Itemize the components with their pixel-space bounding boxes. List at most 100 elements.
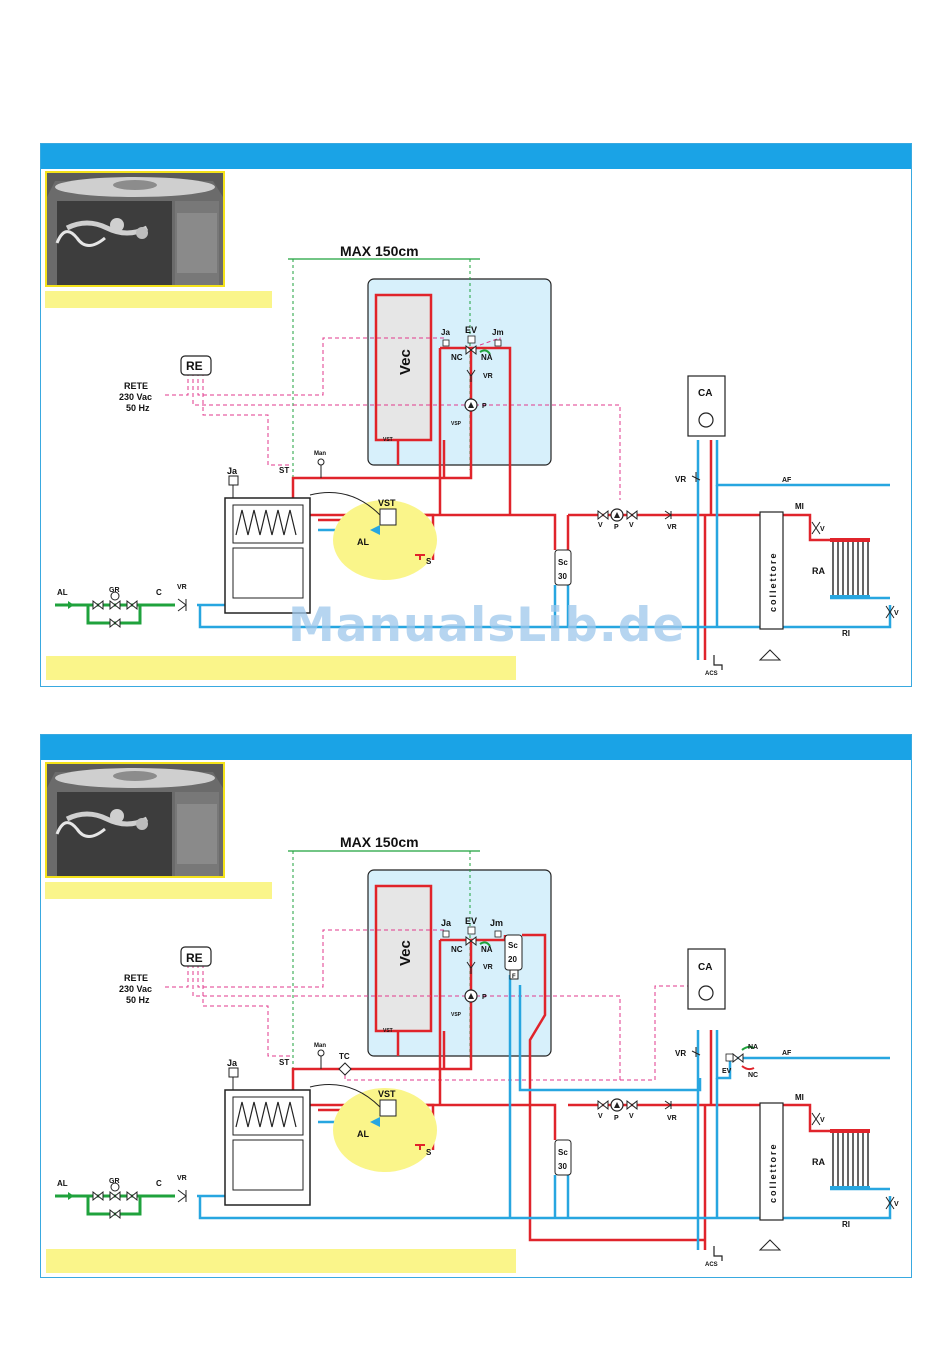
p-inner-label: P (482, 403, 487, 410)
manometer-icon (317, 458, 325, 466)
vst-valve-icon (379, 508, 397, 526)
ra-label: RA (812, 1157, 825, 1167)
sc-value: 30 (558, 1162, 567, 1171)
ground-icon (758, 1239, 782, 1251)
check-valve-icon (466, 369, 476, 382)
vec-tank (374, 293, 433, 442)
sc20-value: 20 (508, 955, 517, 964)
vec-label: Vec (397, 349, 414, 375)
panel-header-bar (41, 144, 911, 169)
check-valve-icon (664, 1100, 672, 1110)
vr-ca-label: VR (675, 475, 686, 484)
valve-icon (92, 1191, 104, 1201)
ri-label: RI (842, 629, 850, 638)
valve-icon (109, 1191, 121, 1201)
v-mi-label: V (820, 526, 825, 533)
vr-supply-label: VR (177, 584, 187, 591)
sc-label: Sc (558, 1148, 568, 1157)
ev-label: EV (465, 916, 477, 926)
nc-label: NC (451, 353, 463, 362)
pump-icon (610, 508, 624, 522)
stove-photo (45, 171, 225, 287)
vst-small-label: VST (383, 1028, 393, 1034)
diagram-2: MAX 150cm RE RETE 230 Vac 50 Hz Vec Ja E… (55, 834, 899, 1268)
valve-icon (92, 600, 104, 610)
vec-label: Vec (397, 940, 414, 966)
al-inner-label: AL (357, 1129, 369, 1139)
vec-tank (374, 884, 433, 1033)
rete-frequency: 50 Hz (126, 403, 150, 413)
na-label: NA (481, 945, 493, 954)
mi-label: MI (795, 1093, 804, 1102)
ev-out-label: EV (722, 1068, 732, 1075)
signal-wires (163, 337, 621, 500)
ev-valve-icon (732, 1053, 744, 1063)
pump-icon (464, 989, 478, 1003)
ri-label: RI (842, 1220, 850, 1229)
man-label: Man (314, 451, 326, 457)
vr-line-label: VR (667, 524, 677, 531)
valve-icon (109, 600, 121, 610)
valve-icon (626, 1100, 638, 1110)
supply-pipe (55, 1194, 175, 1216)
jm-label: Jm (490, 918, 503, 928)
valve-icon (626, 510, 638, 520)
re-box (180, 355, 212, 376)
acs-label: ACS (705, 1262, 718, 1268)
man-label: Man (314, 1043, 326, 1049)
c-label: C (156, 588, 162, 597)
vr-inner-label: VR (483, 964, 493, 971)
rete-voltage: 230 Vac (119, 984, 152, 994)
valve-icon (126, 1191, 138, 1201)
v2-label: V (629, 1113, 634, 1120)
v-mi-label: V (820, 1117, 825, 1124)
tap-icon (713, 655, 723, 670)
al-supply-label: AL (57, 588, 68, 597)
re-label: RE (186, 951, 203, 965)
vst-highlight (333, 500, 437, 580)
photo-caption (45, 291, 272, 308)
valve-icon (126, 600, 138, 610)
vr-ca-label: VR (675, 1049, 686, 1058)
sc20-label: Sc (508, 941, 518, 950)
jm-label: Jm (492, 328, 504, 337)
vr-inner-label: VR (483, 373, 493, 380)
vst-valve-icon (379, 1099, 397, 1117)
check-valve-icon (177, 598, 187, 612)
s-label: S (426, 1148, 432, 1157)
check-valve-icon (466, 961, 476, 974)
c-label: C (156, 1179, 162, 1188)
valve-icon (109, 1209, 121, 1219)
p-label: P (614, 1115, 619, 1122)
vsp-label: VSP (451, 1012, 462, 1018)
v2-label: V (629, 522, 634, 529)
ja-label: Ja (441, 918, 452, 928)
mi-label: MI (795, 502, 804, 511)
ca-label: CA (698, 962, 712, 973)
f-filter-box (509, 969, 519, 980)
f-label: F (512, 974, 516, 980)
na-ev-label: NA (748, 1044, 758, 1051)
ca-label: CA (698, 388, 712, 399)
vst-label: VST (378, 1089, 396, 1099)
check-valve-icon (664, 510, 672, 520)
diagram-1: MAX 150cm RE RETE 230 Vac 50 Hz Vec Ja E… (55, 243, 899, 677)
p-label: P (614, 524, 619, 531)
tap-icon (713, 1246, 723, 1261)
valve-icon (109, 618, 121, 628)
ev-label: EV (465, 325, 477, 335)
rete-label: RETE (124, 381, 148, 391)
af-label: AF (782, 477, 792, 484)
vr-line-label: VR (667, 1115, 677, 1122)
collettore-label: collettore (768, 1142, 778, 1203)
ja-boiler-label: Ja (227, 1058, 238, 1068)
rete-voltage: 230 Vac (119, 392, 152, 402)
nc-ev-label: NC (748, 1072, 758, 1079)
vsp-label: VSP (451, 421, 462, 427)
rete-frequency: 50 Hz (126, 995, 150, 1005)
nc-label: NC (451, 945, 463, 954)
st-label: ST (279, 1058, 289, 1067)
st-label: ST (279, 466, 289, 475)
pump-icon (610, 1098, 624, 1112)
p-inner-label: P (482, 994, 487, 1001)
